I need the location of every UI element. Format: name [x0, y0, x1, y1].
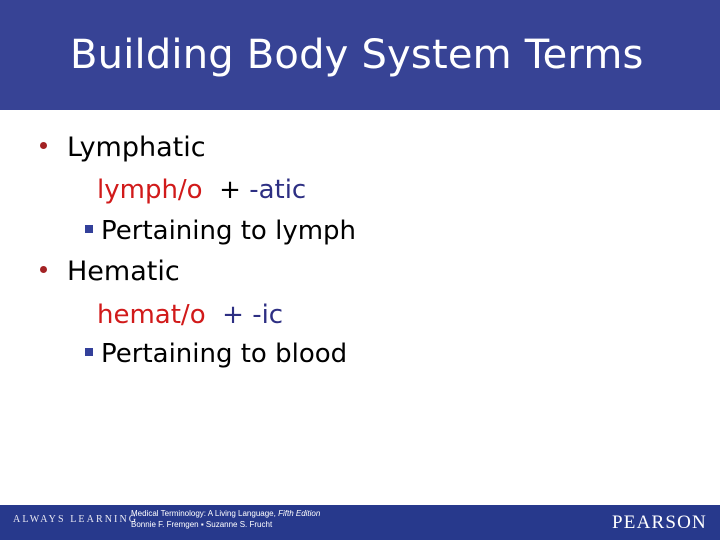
slide-body: Lymphatic lymph/o + -atic Pertaining to … [0, 110, 720, 505]
book-citation: Medical Terminology: A Living Language, … [131, 509, 320, 530]
citation-author-first: Bonnie F. Fremgen [131, 519, 199, 529]
list-item-term: Hematic [40, 257, 180, 287]
author-separator-icon: ▪ [200, 519, 204, 529]
citation-edition: Fifth Edition [278, 509, 321, 518]
bullet-square-icon [85, 347, 93, 356]
plus-operator-icon: + [222, 300, 244, 330]
title-banner [0, 0, 720, 110]
always-learning-tagline: ALWAYS LEARNING [13, 514, 139, 525]
citation-author-second: Suzanne S. Frucht [205, 519, 273, 529]
citation-title: Medical Terminology: A Living Language, [131, 509, 276, 518]
definition-item: Pertaining to blood [85, 339, 347, 369]
bullet-square-icon [85, 224, 93, 233]
footer-bar [0, 505, 720, 540]
bullet-dot-icon [40, 142, 47, 149]
suffix-label: -ic [252, 300, 284, 330]
list-item-term: Lymphatic [40, 133, 206, 163]
word-breakdown: lymph/o + -atic [97, 175, 306, 205]
bullet-dot-icon [40, 266, 47, 273]
term-label: Lymphatic [67, 132, 206, 163]
word-breakdown: hemat/o + -ic [97, 300, 283, 330]
plus-operator-icon: + [219, 175, 241, 205]
definition-item: Pertaining to lymph [85, 216, 356, 246]
citation-authors-line: Bonnie F. Fremgen ▪ Suzanne S. Frucht [131, 520, 320, 531]
word-root-label: lymph/o [97, 175, 203, 205]
suffix-label: -atic [249, 175, 307, 205]
pearson-logo: PEARSON [612, 512, 707, 533]
citation-title-line: Medical Terminology: A Living Language, … [131, 509, 320, 520]
definition-label: Pertaining to blood [101, 339, 348, 369]
page-title: Building Body System Terms [70, 32, 644, 78]
term-label: Hematic [67, 256, 180, 287]
definition-label: Pertaining to lymph [101, 216, 357, 246]
word-root-label: hemat/o [97, 300, 206, 330]
